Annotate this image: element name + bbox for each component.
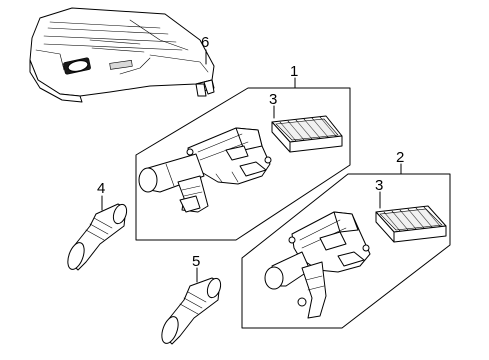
callout-6: 6 xyxy=(201,34,209,51)
air-filter-element-2-icon xyxy=(375,205,447,243)
callout-3-upper: 3 xyxy=(269,91,277,108)
callout-2: 2 xyxy=(396,149,404,166)
intake-duct-4-icon xyxy=(67,203,128,271)
engine-cover-icon xyxy=(29,7,215,103)
intake-duct-5-icon xyxy=(161,277,222,345)
assembly-1-frame xyxy=(135,87,351,241)
callout-1: 1 xyxy=(290,63,298,80)
air-cleaner-assembly-2-icon xyxy=(264,211,371,319)
callout-3-lower: 3 xyxy=(375,177,383,194)
air-filter-element-1-icon xyxy=(271,115,343,153)
leader-lines xyxy=(101,49,402,283)
air-cleaner-assembly-1-icon xyxy=(138,127,272,213)
callout-4: 4 xyxy=(97,180,105,197)
callout-5: 5 xyxy=(192,253,200,270)
assembly-2-frame xyxy=(241,173,451,329)
